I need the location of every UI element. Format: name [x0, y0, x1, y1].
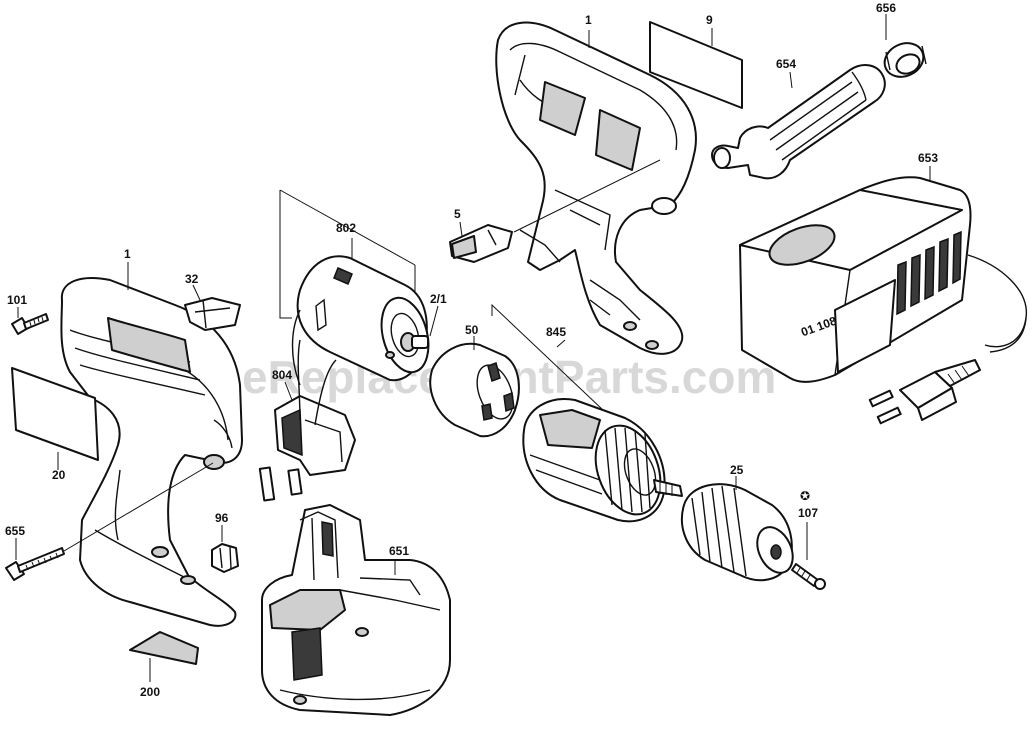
label-1-top: 1 — [585, 13, 592, 48]
housing-right-part — [495, 21, 697, 355]
part-655-screw: 655 — [5, 462, 214, 581]
gear-ring-50: 50 — [429, 323, 520, 438]
label-1-top-text: 1 — [585, 13, 592, 27]
gearbox-845 — [522, 398, 683, 523]
label-1-left: 1 — [124, 247, 131, 290]
chuck-25: 25 — [680, 463, 794, 582]
label-200-text: 200 — [140, 685, 160, 699]
label-845-text: 845 — [546, 325, 566, 339]
label-656-text: 656 — [876, 1, 896, 15]
part-32-clip: 32 — [184, 272, 241, 331]
battery-651: 651 — [261, 504, 451, 716]
part-96-switch-cap: 96 — [211, 511, 239, 573]
label-655-text: 655 — [5, 524, 25, 538]
part-2-1-pinion: 2/1 — [429, 292, 447, 337]
label-96-text: 96 — [215, 511, 229, 525]
star-107-symbol: ✪ — [800, 489, 810, 503]
label-9-text: 9 — [706, 13, 713, 27]
charger-653: 01 108 653 — [739, 151, 972, 383]
part-5-lock: 5 — [449, 159, 661, 263]
part-200-label: 200 — [129, 631, 199, 699]
label-1-left-text: 1 — [124, 247, 131, 261]
handle-654: 654 — [711, 57, 886, 180]
label-5-text: 5 — [454, 207, 461, 221]
part-9-nameplate: 9 — [649, 13, 743, 109]
ring-656: 656 — [876, 1, 927, 78]
label-50-text: 50 — [465, 323, 479, 337]
bracket-845: 845 — [491, 303, 623, 429]
label-32-text: 32 — [185, 272, 199, 286]
label-804-text: 804 — [272, 368, 292, 382]
label-25-text: 25 — [730, 463, 744, 477]
label-651-text: 651 — [389, 544, 409, 558]
motor-802 — [291, 255, 430, 386]
part-101-screw: 101 — [7, 293, 49, 335]
charger-cord-plug — [868, 254, 1027, 425]
label-802-text: 802 — [336, 221, 356, 235]
label-101-text: 101 — [7, 293, 27, 307]
label-2-1-text: 2/1 — [430, 292, 447, 306]
part-20-nameplate: 20 — [11, 367, 99, 482]
label-20-text: 20 — [52, 468, 66, 482]
housing-left-part — [60, 277, 243, 627]
label-653-text: 653 — [918, 151, 938, 165]
label-654-text: 654 — [776, 57, 796, 71]
screw-107: ✪ 107 — [791, 489, 826, 590]
switch-804: 804 — [258, 339, 356, 502]
label-107-text: 107 — [798, 506, 818, 520]
